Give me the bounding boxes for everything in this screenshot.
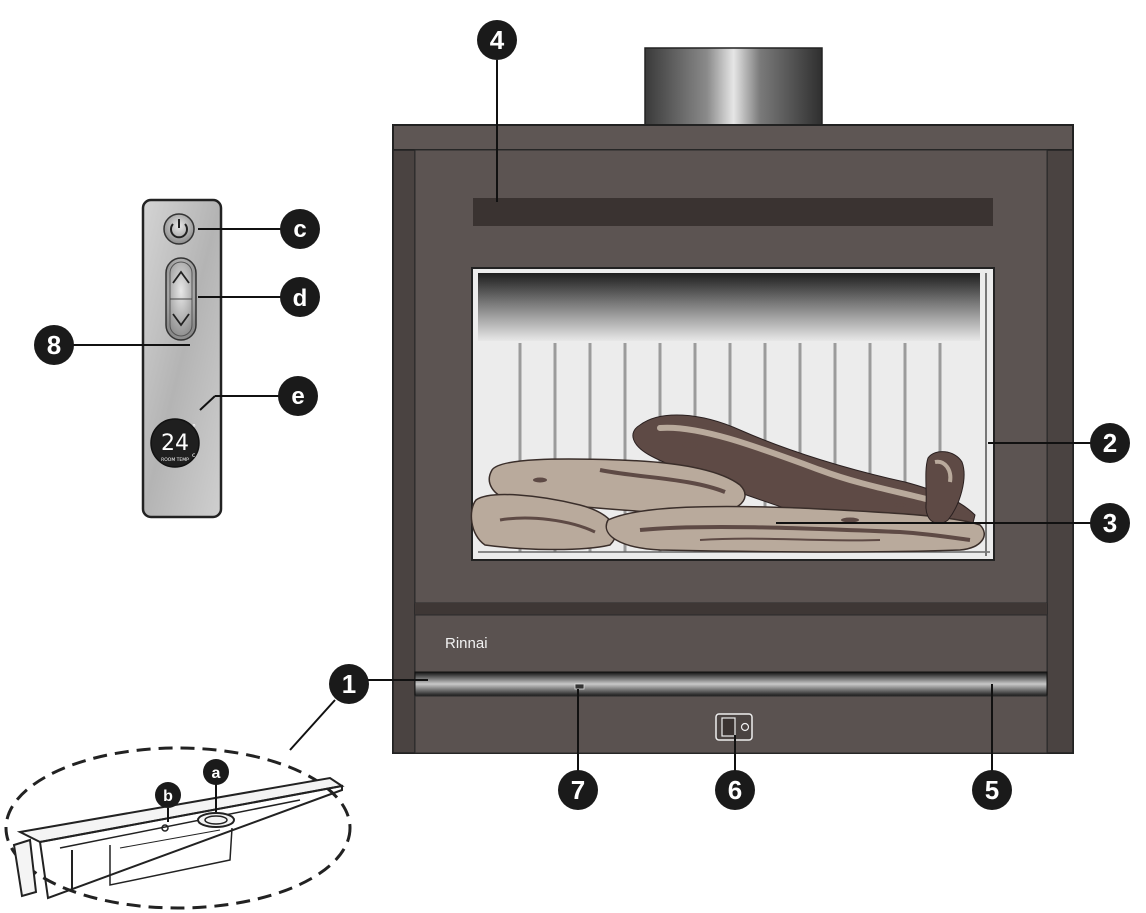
callout-c: c — [280, 209, 320, 249]
log-front-left — [470, 493, 617, 551]
top-vent-slot — [473, 198, 993, 226]
display-value: 24 — [161, 431, 189, 456]
chevron-up-icon — [172, 270, 190, 284]
top-cap — [392, 124, 1074, 151]
brand-logo: Rinnai — [445, 635, 488, 652]
callout-b: b — [155, 782, 181, 808]
remote-power-button[interactable] — [163, 213, 195, 245]
left-side-post — [392, 149, 416, 754]
detail-sensor-a — [197, 812, 235, 828]
lower-divider — [415, 603, 1047, 615]
leader-lines — [72, 60, 1092, 822]
svg-text:c: c — [293, 216, 306, 243]
remote-display: 24 ° c ROOM TEMP — [150, 418, 200, 468]
svg-text:d: d — [293, 285, 308, 312]
svg-text:2: 2 — [1103, 428, 1117, 458]
chevron-down-icon — [172, 313, 190, 327]
svg-text:4: 4 — [490, 25, 505, 55]
display-caption: ROOM TEMP — [161, 457, 189, 463]
callout-1: 1 — [329, 664, 369, 704]
firebox-hood — [478, 273, 980, 341]
svg-text:a: a — [212, 765, 221, 782]
callout-4: 4 — [477, 20, 517, 60]
power-icon — [170, 223, 188, 239]
callout-8: 8 — [34, 325, 74, 365]
svg-text:3: 3 — [1103, 508, 1117, 538]
receiver-detail-zoom — [4, 746, 352, 910]
right-side-post — [1046, 149, 1074, 754]
svg-text:6: 6 — [728, 775, 742, 805]
control-trim-bar — [414, 671, 1048, 697]
callout-5: 5 — [972, 770, 1012, 810]
svg-text:7: 7 — [571, 775, 585, 805]
callout-a: a — [203, 759, 229, 785]
svg-text:8: 8 — [47, 330, 61, 360]
svg-text:1: 1 — [342, 669, 356, 699]
viewing-window — [470, 267, 995, 561]
callout-2: 2 — [1090, 423, 1130, 463]
svg-text:b: b — [163, 788, 173, 805]
svg-text:e: e — [291, 383, 304, 410]
remote-temperature-rocker[interactable] — [165, 257, 197, 341]
callout-7: 7 — [558, 770, 598, 810]
callout-e: e — [278, 376, 318, 416]
flue-pipe — [644, 47, 823, 129]
log-set — [470, 414, 985, 553]
display-unit-bottom: c — [192, 452, 195, 459]
receiver-sensor — [574, 683, 585, 690]
remote-control: 24 ° c ROOM TEMP — [141, 198, 223, 519]
callout-d: d — [280, 277, 320, 317]
detail-sensor-b — [161, 824, 169, 832]
brand-panel — [414, 614, 1048, 673]
callout-3: 3 — [1090, 503, 1130, 543]
callout-6: 6 — [715, 770, 755, 810]
log-right-knot — [925, 451, 965, 524]
svg-text:5: 5 — [985, 775, 999, 805]
display-unit-top: ° — [192, 423, 196, 432]
